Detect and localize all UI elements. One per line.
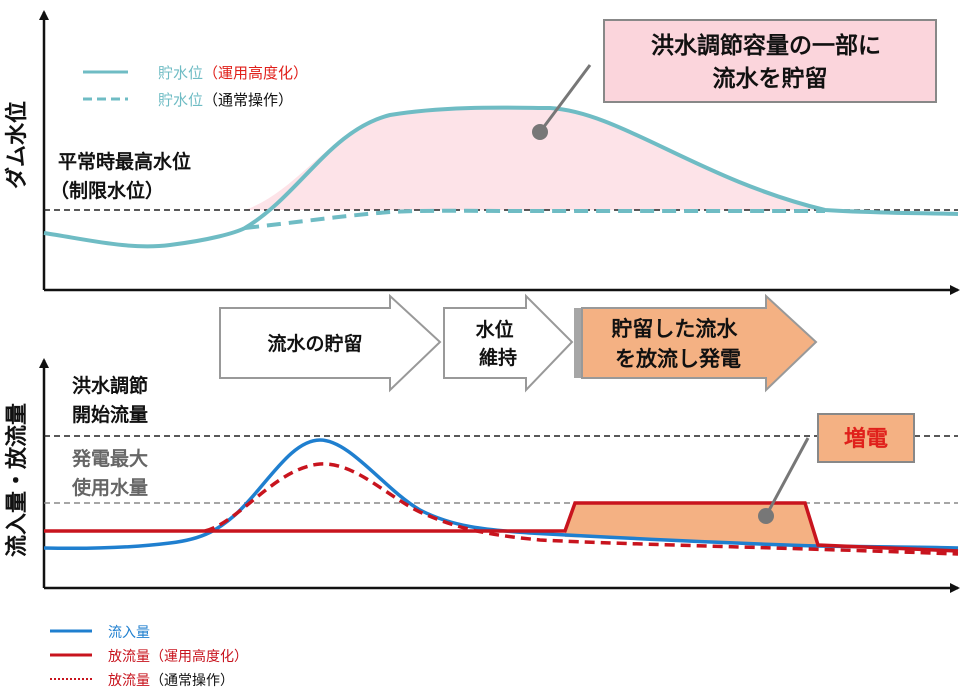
boost-callout-dot — [758, 508, 774, 524]
bottom-y-axis-label: 流入量・放流量 — [4, 403, 30, 557]
phase-arrows: 流水の貯留 水位 維持 貯留した流水 を放流し発電 — [219, 293, 818, 393]
water-level-normal-line — [244, 208, 825, 230]
callout-box — [603, 19, 937, 103]
boost-callout: 増電 — [758, 413, 915, 524]
bottom-legend: 流入量 放流量（運用高度化） 放流量（通常操作） — [50, 625, 248, 689]
legend-release-normal-label: 放流量（通常操作） — [108, 673, 234, 689]
flood-control-label: 洪水調節 開始流量 — [72, 374, 155, 426]
boost-callout-box — [817, 413, 915, 463]
stored-water-area — [245, 107, 825, 210]
phase-arrow-generate-stripe — [574, 308, 582, 378]
inflow-line — [43, 438, 959, 551]
legend-release-advanced-label: 放流量（運用高度化） — [108, 648, 248, 665]
phase-label-maintain: 水位 維持 — [476, 318, 521, 369]
phase-label-generate: 貯留した流水 を放流し発電 — [611, 317, 744, 371]
callout-dot — [532, 124, 548, 140]
bottom-chart: 流入量・放流量 洪水調節 開始流量 発電最大 使用水量 増電 — [4, 358, 960, 593]
phase-arrow-storage — [219, 293, 442, 393]
release-normal-line — [204, 462, 959, 556]
legend-inflow-label: 流入量 — [108, 625, 150, 641]
storage-callout: 洪水調節容量の一部に 流水を貯留 — [532, 19, 937, 140]
callout-text: 洪水調節容量の一部に 流水を貯留 — [651, 32, 889, 92]
legend-dashed-label: 貯水位（通常操作） — [158, 91, 293, 109]
phase-arrow-maintain — [443, 293, 574, 393]
callout-pointer — [538, 64, 592, 133]
top-y-axis-label: ダム水位 — [4, 101, 30, 189]
release-advanced-line — [44, 501, 959, 553]
phase-label-storage: 流水の貯留 — [267, 332, 362, 355]
generation-boost-area — [565, 503, 818, 545]
top-legend: 貯水位（運用高度化） 貯水位（通常操作） — [83, 64, 308, 109]
top-chart: ダム水位 平常時最高水位 （制限水位） 貯水位（運用高度化） 貯水位（通常操作）… — [4, 10, 960, 295]
normal-max-level-label: 平常時最高水位 （制限水位） — [50, 150, 198, 202]
boost-callout-pointer — [764, 437, 810, 517]
boost-callout-text: 増電 — [844, 426, 888, 452]
max-generation-label: 発電最大 使用水量 — [71, 447, 155, 499]
legend-solid-label: 貯水位（運用高度化） — [158, 64, 308, 82]
phase-arrow-generate — [581, 293, 818, 393]
